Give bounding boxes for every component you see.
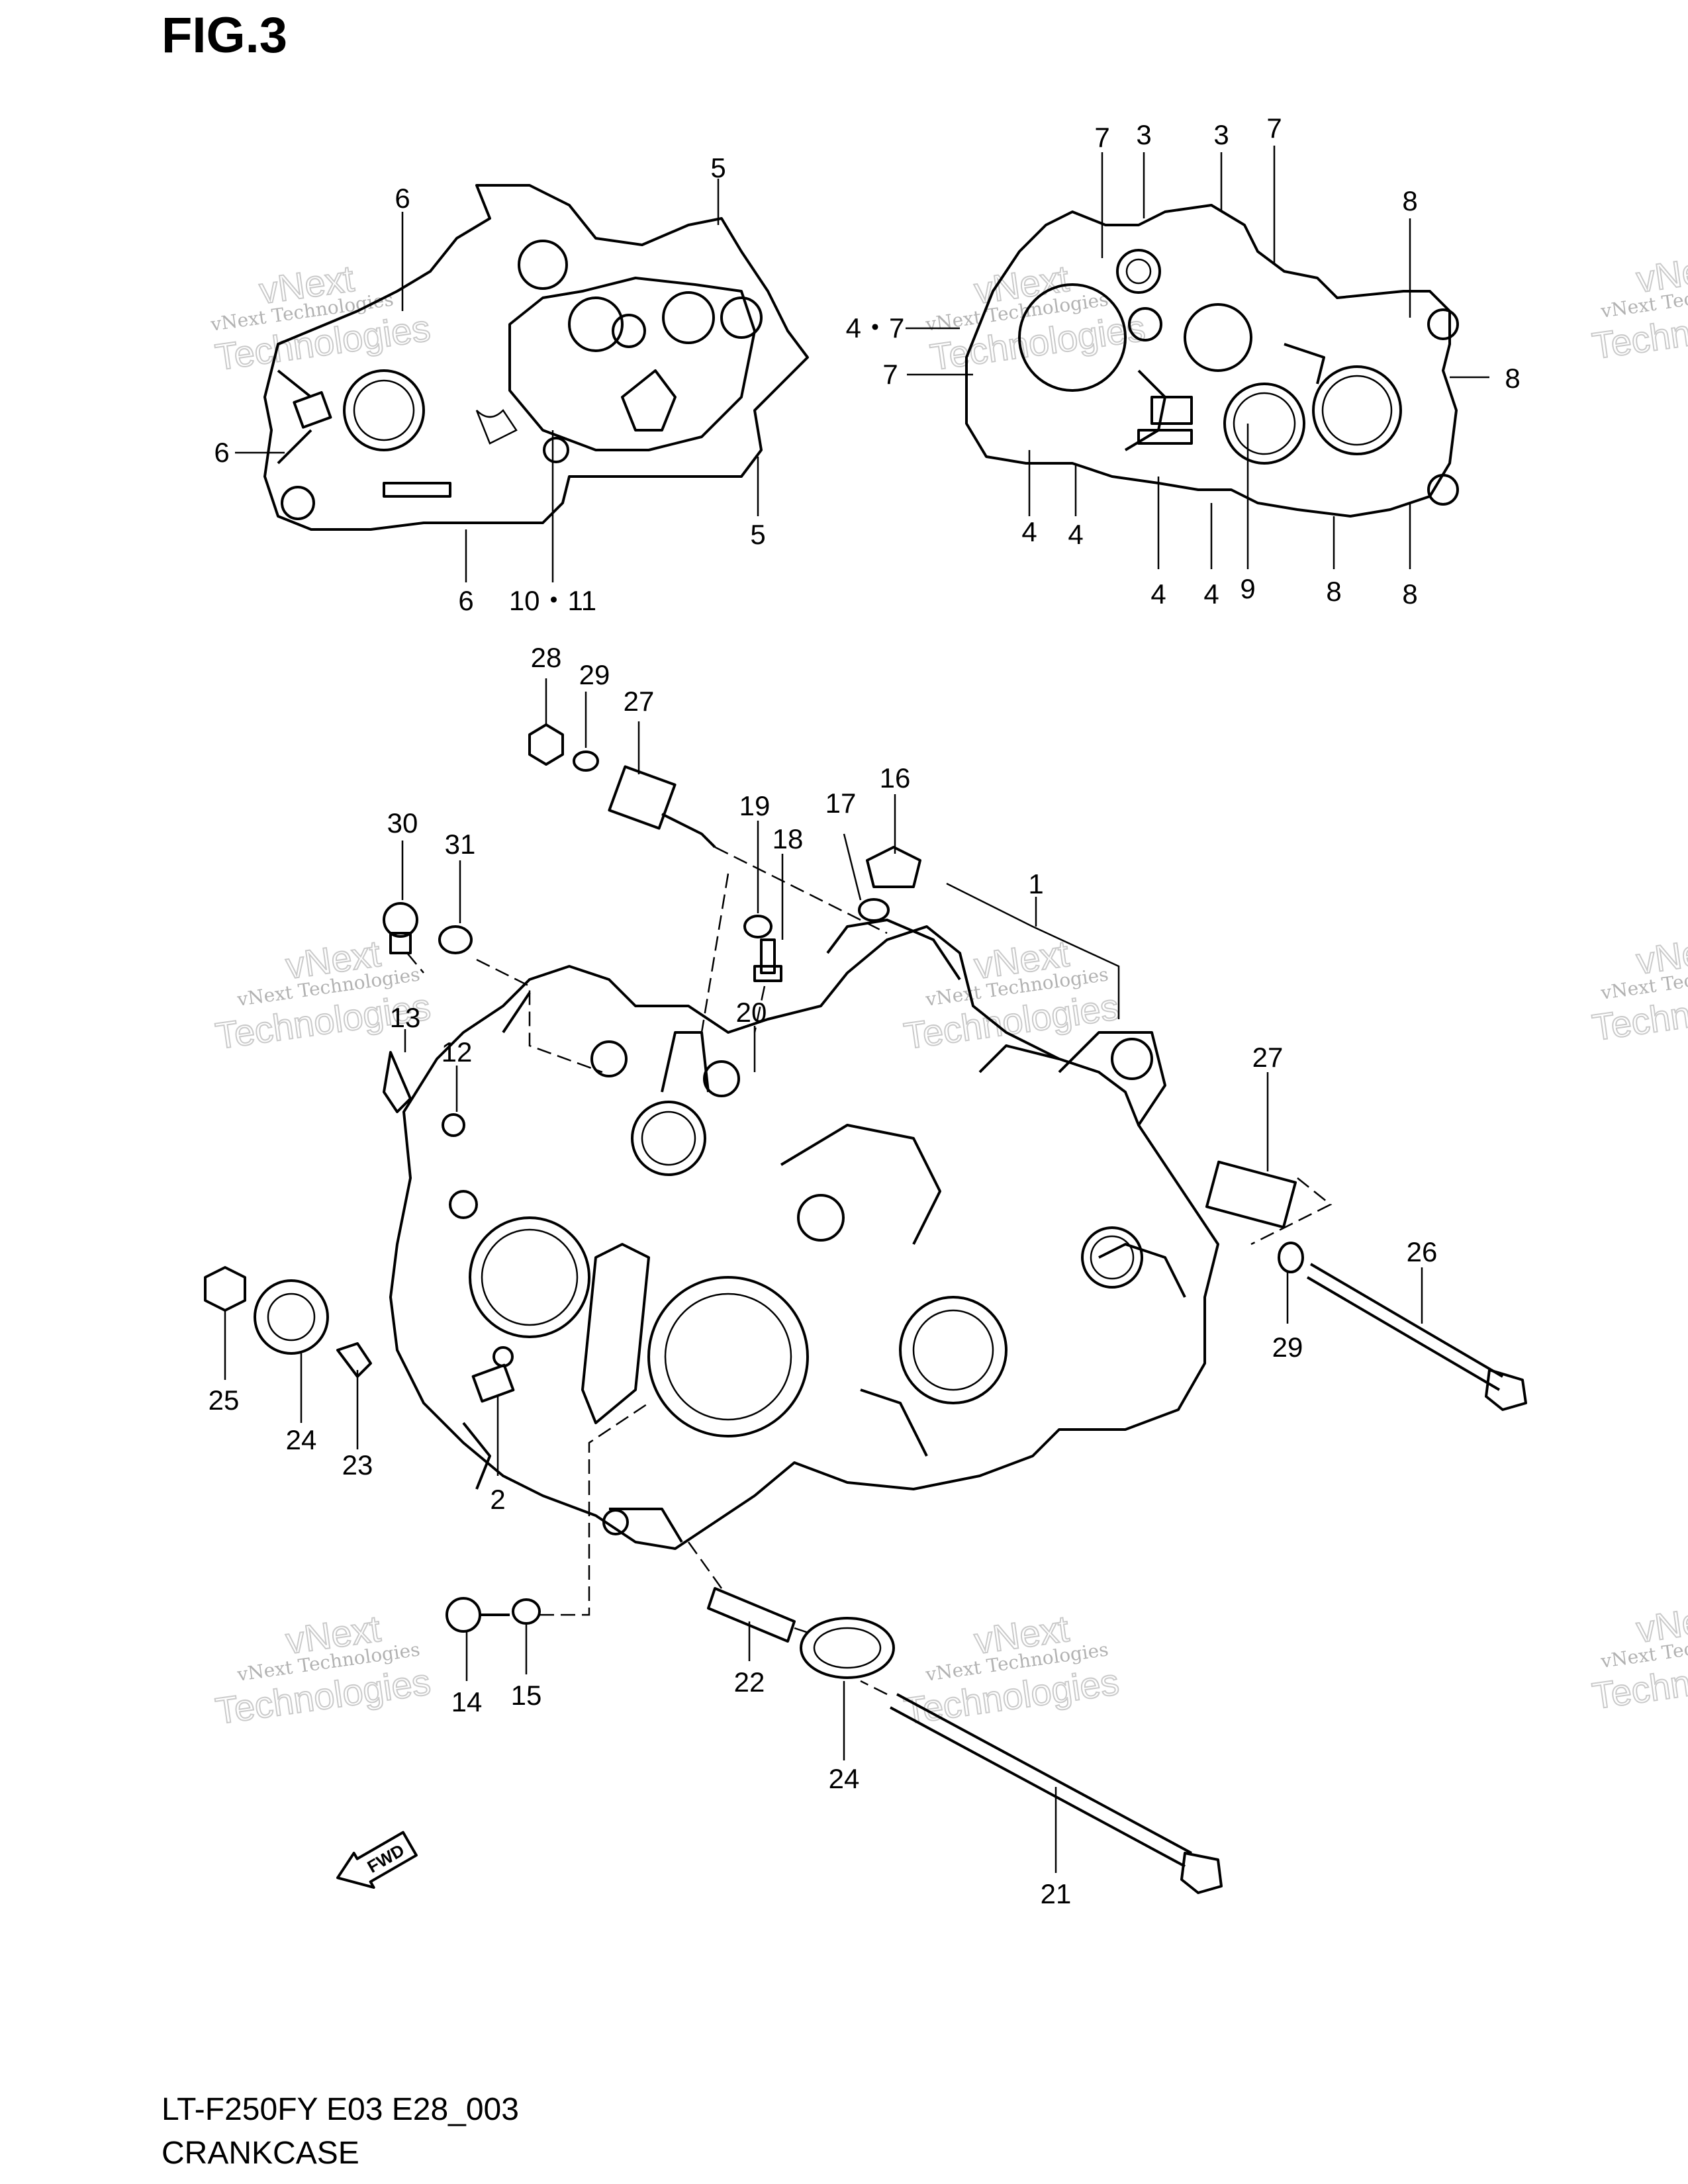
callout-27: 27 [1252,1042,1284,1073]
right-case-half-inner-view [965,204,1459,518]
callout-12: 12 [442,1036,473,1068]
watermark-group: vNext Technologies vNext Technologies vN… [209,245,1688,1732]
figure-title: FIG.3 [162,7,288,64]
callout-8: 8 [1402,185,1417,216]
callout-8: 8 [1505,363,1520,394]
callout-4: 4 [1068,519,1083,550]
watermark-text: vNext [1634,927,1688,981]
callout-8: 8 [1402,578,1417,610]
fwd-direction-arrow: FWD [336,1831,418,1889]
small-parts [204,723,1527,1894]
callout-13: 13 [390,1002,421,1033]
callout-9: 9 [1240,573,1255,604]
callout-2: 2 [490,1484,505,1515]
callout-24: 24 [829,1763,860,1794]
callout-4: 4 [1021,516,1037,547]
watermark-text: vNext [1634,1596,1688,1650]
callout-17: 17 [825,788,857,819]
callout-3: 3 [1213,119,1229,150]
section-name: CRANKCASE [162,2136,359,2171]
callout-20: 20 [736,997,767,1028]
callout-6: 6 [395,183,410,214]
callout-7: 7 [1094,122,1109,153]
callout-18: 18 [773,823,804,854]
callout-27: 27 [624,686,655,717]
callout-26: 26 [1407,1236,1438,1267]
assembly-lines [406,846,1333,1696]
callout-25: 25 [209,1385,240,1416]
leader-lines [224,146,1489,1873]
callout-15: 15 [511,1680,542,1711]
callout-1: 1 [1028,868,1043,899]
callout-5: 5 [750,519,765,550]
left-case-half-inner-view [263,184,809,531]
callout-16: 16 [880,762,911,794]
callout-23: 23 [342,1449,373,1480]
callout-7: 7 [882,359,898,390]
callout-14: 14 [451,1686,483,1717]
callout-24: 24 [286,1424,317,1455]
callout-4-7: 4・7 [846,312,905,343]
watermark-text: vNext [1634,246,1688,300]
callout-29: 29 [579,659,610,690]
callout-5: 5 [710,152,726,183]
main-crankcase-assembly [389,919,1219,1550]
callout-6: 6 [214,437,229,468]
part-callouts: 6 6 6 5 5 10・11 7 3 3 7 4・7 7 8 8 8 8 4 … [209,113,1521,1909]
callout-19: 19 [739,790,771,821]
callout-6: 6 [458,585,473,616]
callout-7: 7 [1266,113,1282,144]
callout-21: 21 [1041,1878,1072,1909]
callout-10-11: 10・11 [509,585,596,616]
callout-22: 22 [734,1666,765,1698]
callout-8: 8 [1326,576,1341,607]
model-code: LT-F250FY E03 E28_003 [162,2092,519,2127]
callout-29: 29 [1272,1332,1303,1363]
callout-28: 28 [531,642,562,673]
callout-31: 31 [445,829,476,860]
callout-4: 4 [1203,578,1219,610]
callout-30: 30 [387,807,418,839]
callout-3: 3 [1136,119,1151,150]
callout-4: 4 [1150,578,1166,610]
